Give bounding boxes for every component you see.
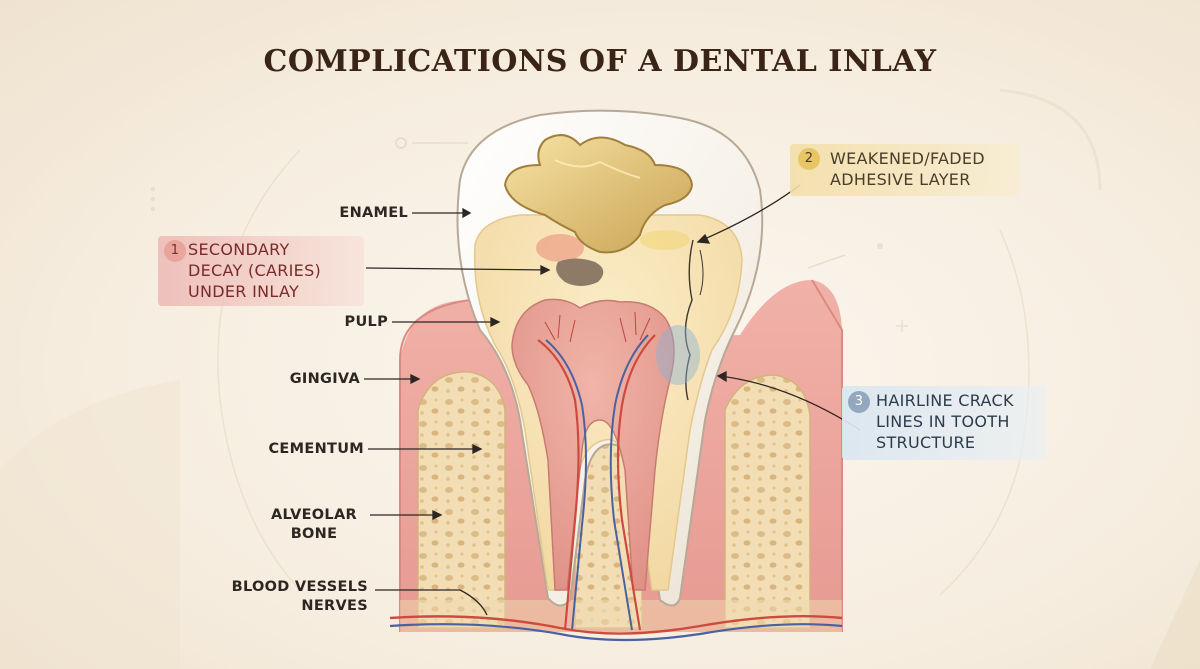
callout-hairline-crack: 3 HAIRLINE CRACK LINES IN TOOTH STRUCTUR… xyxy=(842,386,1046,460)
callout-line: STRUCTURE xyxy=(876,433,976,452)
callout-secondary-decay: 1 SECONDARY DECAY (CARIES) UNDER INLAY xyxy=(158,236,364,306)
blood-vessels-nerves-label: BLOOD VESSELS NERVES xyxy=(208,578,368,616)
pulp-chamber xyxy=(511,298,675,591)
decay-lesion xyxy=(556,258,604,286)
callout-adhesive-layer: 2 WEAKENED/FADED ADHESIVE LAYER xyxy=(790,144,1020,196)
callout-number-badge: 1 xyxy=(164,240,186,262)
callout-line: WEAKENED/FADED xyxy=(830,149,985,168)
callout-line: ADHESIVE LAYER xyxy=(830,170,971,189)
alveolar-bone-label: ALVEOLAR BONE xyxy=(264,506,364,544)
nerves-label-line: NERVES xyxy=(301,598,368,614)
alveolar-bone-label-line-1: ALVEOLAR xyxy=(271,507,357,523)
enamel-label: ENAMEL xyxy=(339,205,408,221)
tooth xyxy=(389,109,843,642)
background-decorations xyxy=(0,88,1200,669)
page-title: COMPLICATIONS OF A DENTAL INLAY xyxy=(263,44,937,79)
gold-inlay xyxy=(503,134,694,254)
secondary-decay xyxy=(536,234,584,262)
blood-vessels-label-line: BLOOD VESSELS xyxy=(231,579,368,595)
adhesive-layer xyxy=(640,230,690,250)
callout-text: WEAKENED/FADED ADHESIVE LAYER xyxy=(830,148,985,190)
callout-text: HAIRLINE CRACK LINES IN TOOTH STRUCTURE xyxy=(876,390,1014,453)
pulp-label: PULP xyxy=(344,314,388,330)
callout-number-badge: 2 xyxy=(798,148,820,170)
crack-stain xyxy=(656,325,700,385)
callout-line: UNDER INLAY xyxy=(188,282,300,301)
gingiva-label: GINGIVA xyxy=(289,371,360,387)
cementum-label: CEMENTUM xyxy=(268,441,364,457)
callout-number-badge: 3 xyxy=(848,391,870,413)
callout-line: HAIRLINE CRACK xyxy=(876,391,1014,410)
hairline-crack xyxy=(684,239,694,401)
callout-line: DECAY (CARIES) xyxy=(188,261,322,280)
alveolar-bone-label-line-2: BONE xyxy=(290,526,338,542)
alveolar-bone xyxy=(400,371,842,632)
callout-text: SECONDARY DECAY (CARIES) UNDER INLAY xyxy=(188,239,321,302)
callout-line: SECONDARY xyxy=(188,240,290,259)
callout-line: LINES IN TOOTH xyxy=(876,412,1010,431)
